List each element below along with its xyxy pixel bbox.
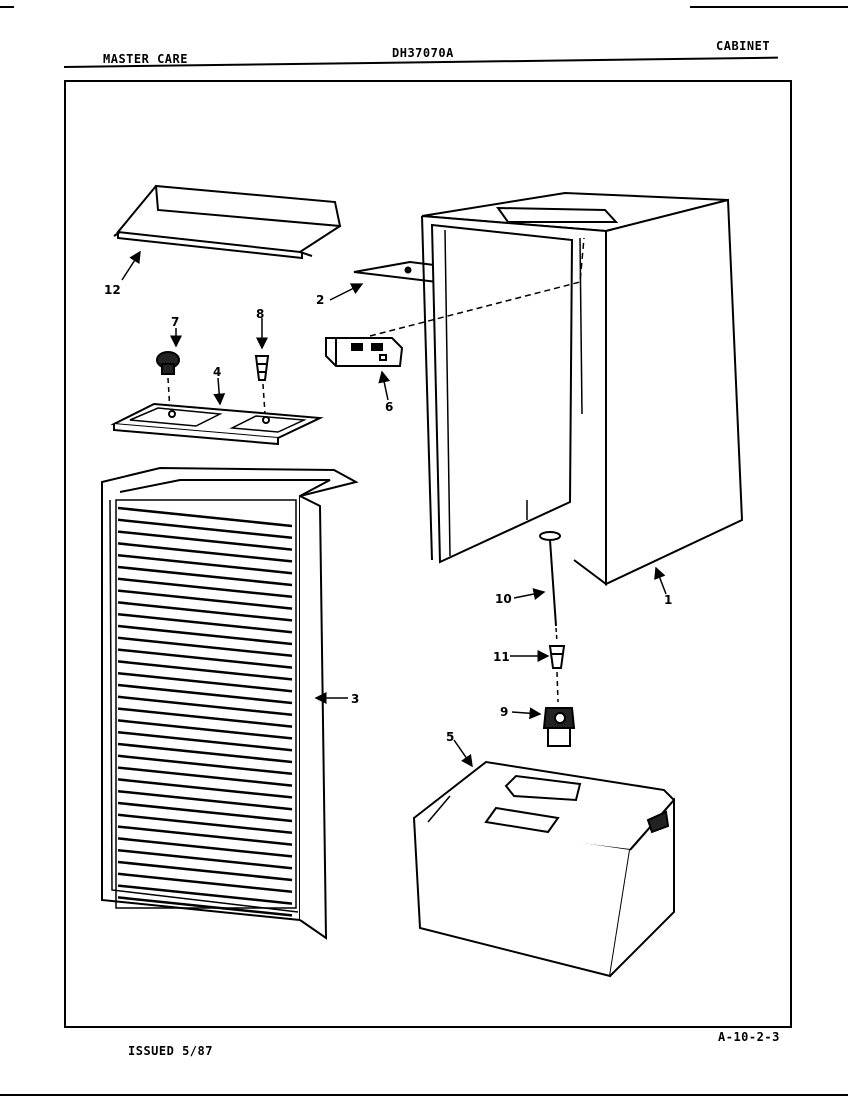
part-7-knob (156, 351, 180, 375)
header-brand: MASTER CARE (103, 52, 188, 66)
top-right-rule (690, 6, 848, 8)
part-6-switch (325, 337, 404, 367)
grille-louver (117, 872, 293, 894)
part-12-top-bracket (113, 184, 342, 260)
grille-louver (117, 648, 293, 669)
grille-louver (117, 801, 293, 823)
callout-8: 8 (256, 307, 264, 321)
grille-louver (117, 896, 293, 917)
grille-louver (117, 530, 293, 551)
callout-9: 9 (500, 705, 508, 719)
grille-louver (117, 766, 293, 787)
grille-louver (117, 601, 293, 622)
grille-louver (117, 683, 293, 705)
footer-issued: ISSUED 5/87 (128, 1044, 213, 1058)
callout-4: 4 (213, 365, 221, 379)
callout-2: 2 (316, 293, 324, 307)
part-3-front-grille (101, 466, 359, 940)
top-corner-rule (0, 6, 14, 8)
grille-louver (117, 719, 293, 740)
grille-louver (117, 789, 293, 811)
grille-louver (117, 813, 293, 835)
grille-louver (117, 518, 293, 540)
part-10-probe (539, 531, 561, 627)
grille-louver (117, 577, 293, 599)
grille-louver (117, 553, 293, 575)
callout-10: 10 (495, 592, 512, 606)
grille-louver (117, 589, 293, 610)
header-section: CABINET (716, 39, 771, 53)
part-11-plug (548, 645, 566, 669)
grille-louver (117, 695, 293, 717)
grille-louver (117, 860, 293, 882)
part-9-fitting (542, 707, 576, 747)
callout-1: 1 (664, 593, 672, 607)
grille-louver (117, 742, 293, 764)
grille-louver (117, 671, 293, 693)
grille-louver (117, 707, 293, 728)
grille-louver (117, 825, 293, 846)
callout-5: 5 (446, 730, 454, 744)
grille-louver (117, 506, 293, 528)
diagram-frame (64, 80, 792, 1028)
grille-louver (117, 778, 293, 799)
callout-leaders (121, 250, 667, 768)
grille-louver (117, 848, 293, 870)
grille-louver (117, 660, 293, 681)
grille-louver (117, 837, 293, 858)
grille-louver (117, 884, 293, 905)
callout-7: 7 (171, 315, 179, 329)
callout-11: 11 (493, 650, 510, 664)
header-model: DH37070A (392, 46, 454, 60)
grille-louvers (117, 506, 293, 917)
part-8-screw (254, 355, 270, 381)
callout-3: 3 (351, 692, 359, 706)
bottom-rule (0, 1094, 848, 1096)
callout-6: 6 (385, 400, 393, 414)
part-1-cabinet-housing (421, 191, 744, 586)
part-4-control-panel (110, 402, 324, 446)
callout-12: 12 (104, 283, 121, 297)
grille-louver (117, 565, 293, 587)
grille-louver (117, 624, 293, 646)
grille-louver (117, 636, 293, 658)
grille-louver (117, 754, 293, 776)
grille-louver (117, 542, 293, 563)
footer-page-code: A-10-2-3 (718, 1030, 780, 1044)
grille-louver (117, 612, 293, 634)
part-5-water-bucket (412, 760, 676, 978)
grille-louver (117, 730, 293, 752)
